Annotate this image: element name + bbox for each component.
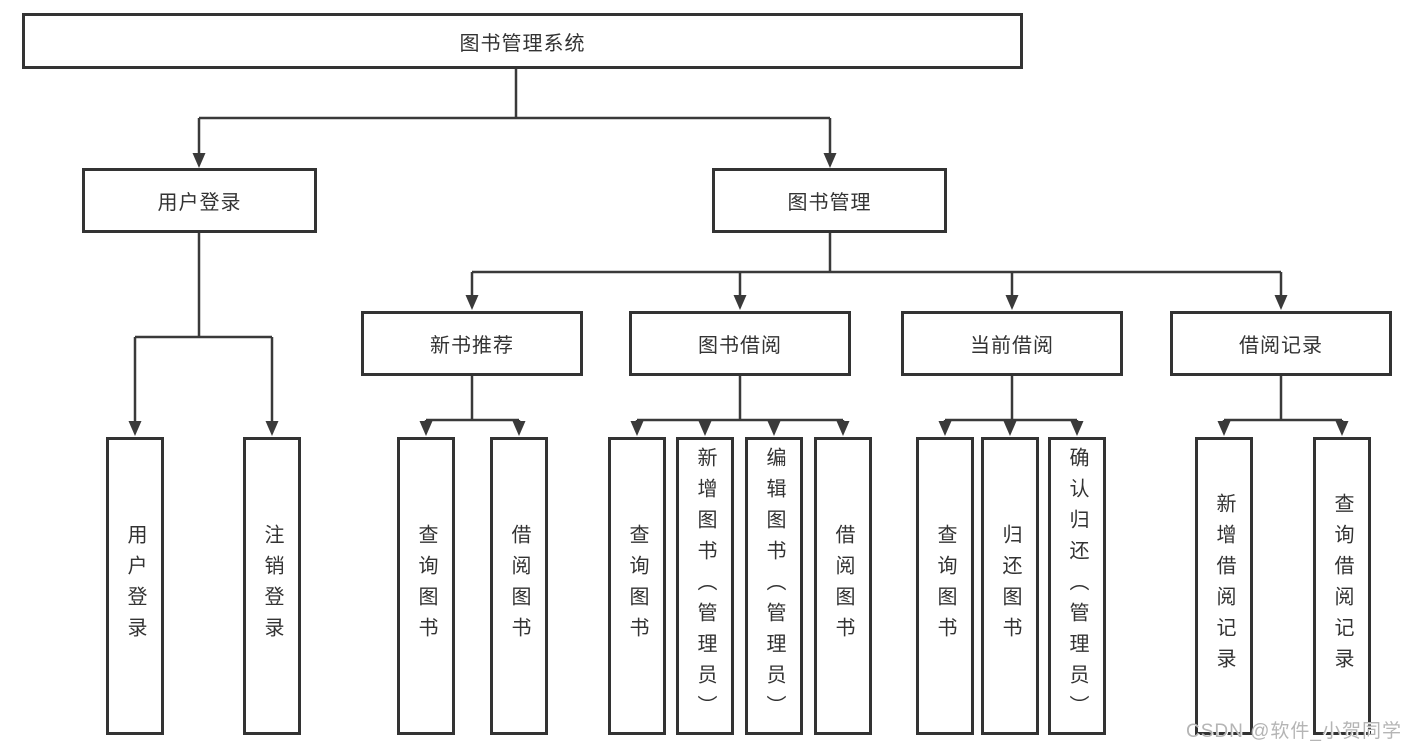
leaf-bb-borrow-books-label: 借阅图书 <box>832 524 854 648</box>
leaf-logout: 注销登录 <box>243 437 301 735</box>
node-library-system: 图书管理系统 <box>22 13 1023 69</box>
node-user-login-label: 用户登录 <box>157 192 242 214</box>
leaf-bb-edit-books-admin: 编辑图书（管理员） <box>745 437 803 735</box>
leaf-nb-borrow-books-label: 借阅图书 <box>508 524 530 648</box>
node-new-book-recommendation-label: 新书推荐 <box>430 335 514 357</box>
leaf-bb-edit-books-admin-label: 编辑图书（管理员） <box>763 446 785 726</box>
leaf-user-login-label: 用户登录 <box>124 524 146 648</box>
watermark: CSDN @软件_小贺同学 <box>1186 721 1402 742</box>
node-user-login: 用户登录 <box>82 168 317 233</box>
node-borrowing-records: 借阅记录 <box>1170 311 1392 376</box>
leaf-br-add-record: 新增借阅记录 <box>1195 437 1253 735</box>
leaf-bb-add-books-admin: 新增图书（管理员） <box>676 437 734 735</box>
node-borrowing-records-label: 借阅记录 <box>1239 335 1323 357</box>
node-book-management: 图书管理 <box>712 168 947 233</box>
leaf-br-query-record: 查询借阅记录 <box>1313 437 1371 735</box>
leaf-br-add-record-label: 新增借阅记录 <box>1213 493 1235 679</box>
leaf-cb-return-books: 归还图书 <box>981 437 1039 735</box>
leaf-cb-query-books: 查询图书 <box>916 437 974 735</box>
node-library-system-label: 图书管理系统 <box>459 32 586 55</box>
leaf-cb-confirm-return-admin-label: 确认归还（管理员） <box>1066 446 1088 726</box>
leaf-nb-borrow-books: 借阅图书 <box>490 437 548 735</box>
node-new-book-recommendation: 新书推荐 <box>361 311 583 376</box>
leaf-bb-add-books-admin-label: 新增图书（管理员） <box>694 446 716 726</box>
node-current-borrowing: 当前借阅 <box>901 311 1123 376</box>
leaf-bb-query-books: 查询图书 <box>608 437 666 735</box>
leaf-bb-query-books-label: 查询图书 <box>626 524 648 648</box>
leaf-logout-label: 注销登录 <box>261 524 283 648</box>
leaf-cb-confirm-return-admin: 确认归还（管理员） <box>1048 437 1106 735</box>
node-book-borrowing-label: 图书借阅 <box>698 335 782 357</box>
leaf-nb-query-books: 查询图书 <box>397 437 455 735</box>
leaf-user-login: 用户登录 <box>106 437 164 735</box>
node-book-management-label: 图书管理 <box>787 192 872 214</box>
leaf-bb-borrow-books: 借阅图书 <box>814 437 872 735</box>
leaf-cb-query-books-label: 查询图书 <box>934 524 956 648</box>
node-current-borrowing-label: 当前借阅 <box>970 335 1054 357</box>
leaf-br-query-record-label: 查询借阅记录 <box>1331 493 1353 679</box>
leaf-cb-return-books-label: 归还图书 <box>999 524 1021 648</box>
leaf-nb-query-books-label: 查询图书 <box>415 524 437 648</box>
node-book-borrowing: 图书借阅 <box>629 311 851 376</box>
